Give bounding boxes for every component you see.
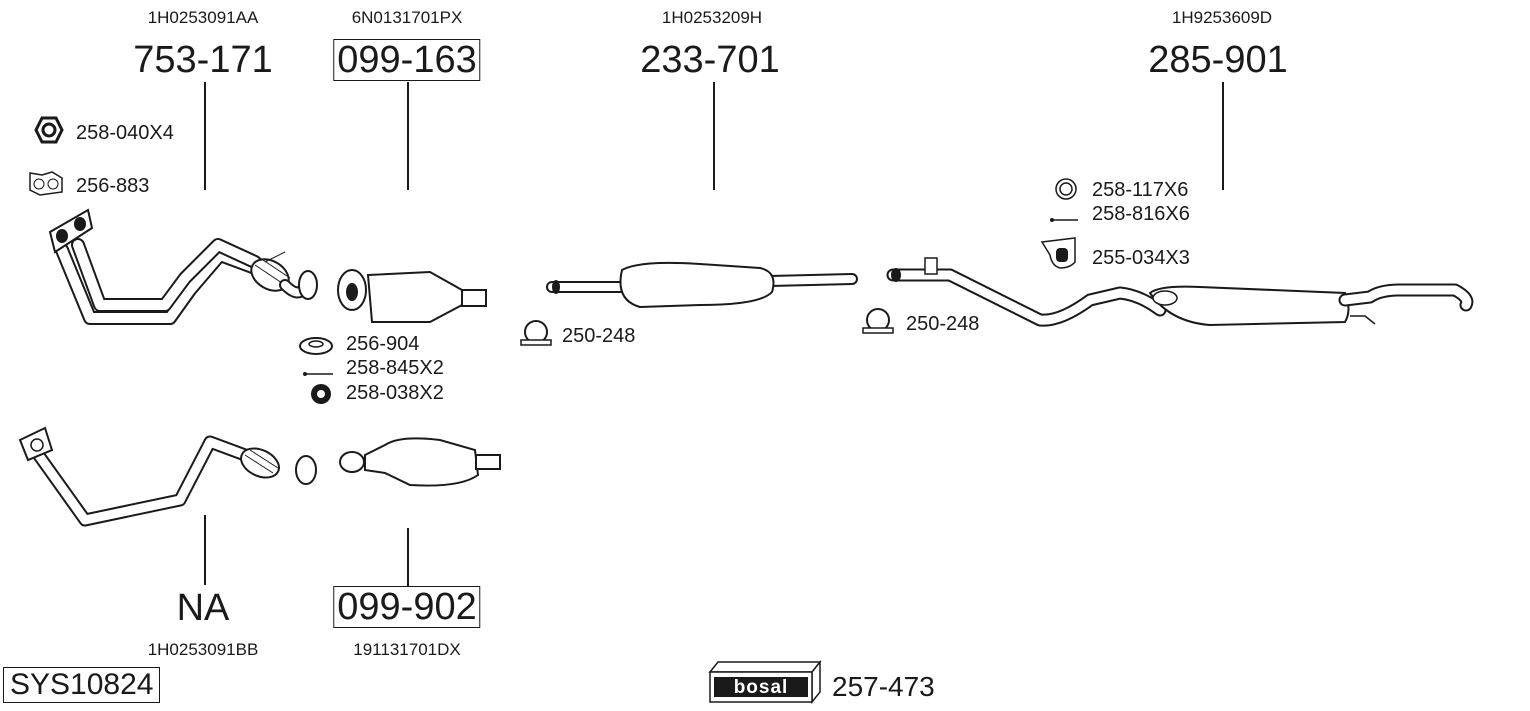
part-number[interactable]: NA bbox=[176, 587, 230, 629]
oe-number: 6N0131701PX bbox=[351, 8, 463, 27]
clamp-icon bbox=[862, 308, 894, 334]
hex-nut-icon bbox=[34, 116, 64, 144]
bolt-icon bbox=[303, 372, 333, 376]
accessory-label[interactable]: 258-845X2 bbox=[346, 357, 444, 379]
oe-number: 191131701DX bbox=[353, 640, 461, 659]
flange-gasket-icon bbox=[29, 171, 63, 196]
flange-nut-icon bbox=[311, 384, 331, 404]
leader-line bbox=[204, 82, 206, 190]
accessory-label[interactable]: 258-040X4 bbox=[76, 122, 174, 144]
middle-muffler-233-701 bbox=[546, 261, 858, 309]
bosal-logo: bosal bbox=[708, 659, 822, 705]
rubber-ring-icon bbox=[1055, 178, 1077, 200]
bolt-icon bbox=[1050, 218, 1078, 222]
leader-line bbox=[407, 528, 409, 586]
front-pipe-753-171 bbox=[48, 208, 318, 325]
svg-text:bosal: bosal bbox=[734, 677, 789, 698]
part-number-boxed[interactable]: 099-163 bbox=[333, 39, 481, 81]
catalyst-099-902 bbox=[339, 437, 501, 487]
catalyst-099-163 bbox=[337, 269, 487, 323]
oe-number: 1H0253091AA bbox=[147, 8, 259, 27]
leader-line bbox=[1222, 82, 1224, 190]
accessory-label[interactable]: 256-904 bbox=[346, 333, 420, 355]
accessory-label[interactable]: 258-117X6 bbox=[1092, 179, 1189, 201]
front-pipe-na bbox=[18, 426, 317, 527]
accessory-label[interactable]: 258-038X2 bbox=[346, 382, 444, 404]
part-number[interactable]: 233-701 bbox=[640, 39, 780, 81]
ring-gasket-icon bbox=[299, 337, 333, 355]
leader-line bbox=[204, 515, 206, 585]
clamp-icon bbox=[520, 320, 552, 346]
accessory-label[interactable]: 250-248 bbox=[906, 313, 980, 335]
oe-number: 1H0253091BB bbox=[147, 640, 259, 659]
accessory-label[interactable]: 258-816X6 bbox=[1092, 203, 1190, 225]
accessory-label[interactable]: 256-883 bbox=[76, 175, 150, 197]
accessory-label[interactable]: 255-034X3 bbox=[1092, 247, 1190, 269]
system-id: SYS10824 bbox=[3, 667, 161, 703]
accessory-label[interactable]: 250-248 bbox=[562, 325, 636, 347]
rubber-hanger-icon bbox=[1040, 237, 1076, 269]
leader-line bbox=[407, 82, 409, 190]
part-number[interactable]: 753-171 bbox=[133, 39, 273, 81]
oe-number: 1H9253609D bbox=[1171, 8, 1273, 27]
kit-number[interactable]: 257-473 bbox=[832, 671, 935, 702]
rear-muffler-285-901 bbox=[886, 257, 1474, 327]
part-number[interactable]: 285-901 bbox=[1148, 39, 1288, 81]
oe-number: 1H0253209H bbox=[661, 8, 763, 27]
part-number-boxed[interactable]: 099-902 bbox=[333, 586, 481, 628]
leader-line bbox=[713, 82, 715, 190]
